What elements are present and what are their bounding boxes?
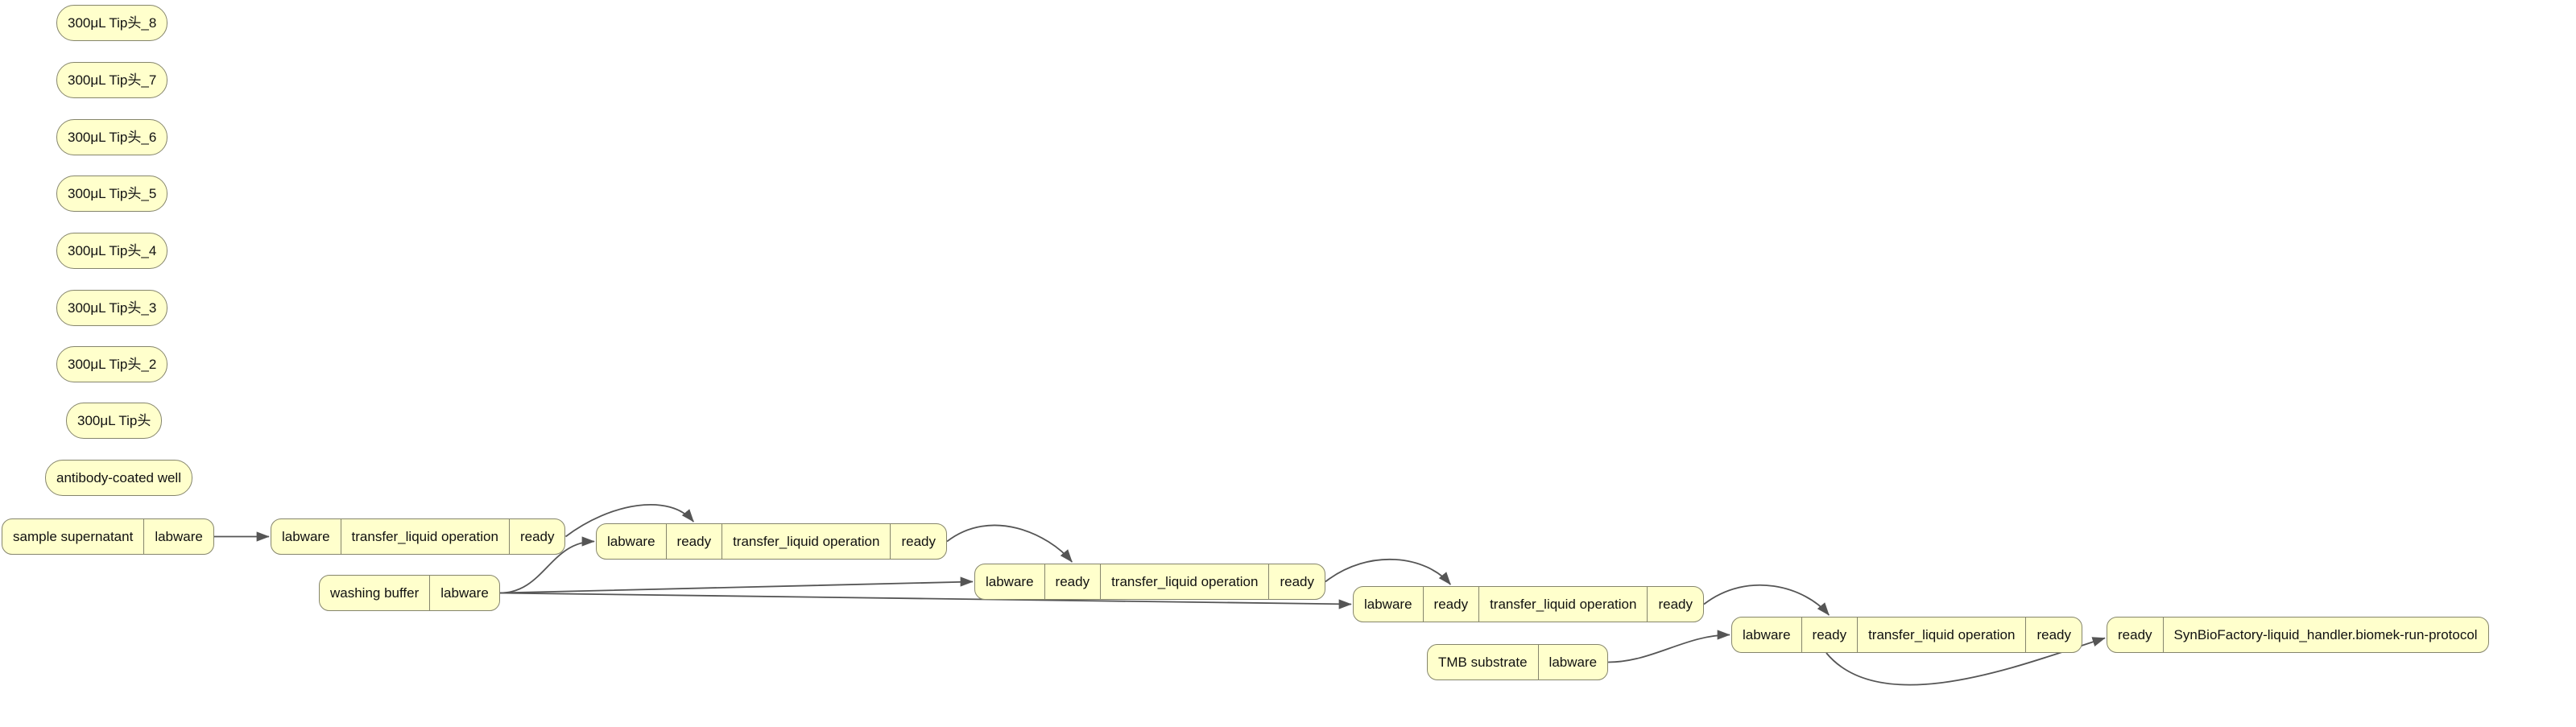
node-tip8-cell-0: 300μL Tip头_8 — [68, 15, 157, 31]
edge-washing-to-op2 — [499, 536, 595, 594]
edge-washing-to-op4 — [499, 592, 1352, 609]
node-washing: washing buffer labware — [319, 575, 500, 611]
node-op3-cell-2: transfer_liquid operation — [1100, 564, 1268, 599]
node-sample-cell-0: sample supernatant — [13, 529, 134, 544]
node-op5-cell-0: labware — [1743, 627, 1791, 642]
node-tmb-cell-1: labware — [1537, 645, 1608, 679]
node-op1-cell-0: labware — [282, 529, 330, 544]
node-tip6: 300μL Tip头_6 — [56, 119, 168, 155]
node-op1-cell-2: ready — [508, 519, 565, 554]
node-op3-cell-3: ready — [1268, 564, 1325, 599]
node-op3-cell-0: labware — [986, 574, 1034, 589]
node-final-cell-0: ready — [2118, 627, 2152, 642]
node-op4-cell-3: ready — [1647, 587, 1703, 622]
node-tip3: 300μL Tip头_3 — [56, 290, 168, 326]
node-tip3-cell-0: 300μL Tip头_3 — [68, 300, 157, 316]
edge-op1-to-op2 — [564, 504, 695, 538]
node-antibody-cell-0: antibody-coated well — [56, 470, 181, 485]
edge-tmb-to-op5 — [1608, 630, 1730, 663]
node-op3-cell-1: ready — [1044, 564, 1101, 599]
node-washing-cell-0: washing buffer — [330, 585, 420, 601]
node-op4-cell-1: ready — [1422, 587, 1479, 622]
node-tmb-cell-0: TMB substrate — [1438, 655, 1528, 670]
edge-op3-to-op4 — [1325, 559, 1452, 585]
node-tip4-cell-0: 300μL Tip头_4 — [68, 243, 157, 258]
edge-op2-to-op3 — [946, 524, 1073, 563]
node-tip2-cell-0: 300μL Tip头_2 — [68, 357, 157, 372]
node-washing-cell-1: labware — [429, 576, 499, 610]
node-tip1: 300μL Tip头 — [66, 403, 163, 439]
node-op4-cell-2: transfer_liquid operation — [1478, 587, 1647, 622]
edge-washing-to-op3 — [499, 576, 974, 594]
node-tip5: 300μL Tip头_5 — [56, 176, 168, 212]
node-op5-cell-1: ready — [1801, 618, 1858, 652]
node-op2-cell-3: ready — [890, 524, 946, 559]
node-final-cell-1: SynBioFactory-liquid_handler.biomek-run-… — [2162, 618, 2488, 652]
node-op2-cell-0: labware — [607, 534, 655, 549]
node-tip7: 300μL Tip头_7 — [56, 62, 168, 98]
node-antibody: antibody-coated well — [45, 460, 192, 496]
node-tip8: 300μL Tip头_8 — [56, 5, 168, 41]
node-sample-cell-1: labware — [143, 519, 213, 554]
node-op5-cell-2: transfer_liquid operation — [1857, 618, 2025, 652]
node-tip6-cell-0: 300μL Tip头_6 — [68, 130, 157, 145]
node-op2-cell-1: ready — [665, 524, 722, 559]
node-op1-cell-1: transfer_liquid operation — [340, 519, 509, 554]
node-op2-cell-2: transfer_liquid operation — [722, 524, 890, 559]
node-tip2: 300μL Tip头_2 — [56, 346, 168, 382]
node-tip4: 300μL Tip头_4 — [56, 233, 168, 269]
node-tip7-cell-0: 300μL Tip头_7 — [68, 72, 157, 88]
node-op5-cell-3: ready — [2025, 618, 2082, 652]
edge-op4-to-op5 — [1703, 584, 1830, 616]
node-tip5-cell-0: 300μL Tip头_5 — [68, 186, 157, 201]
node-sample: sample supernatant labware — [2, 518, 214, 555]
node-final: ready SynBioFactory-liquid_handler.biomek… — [2107, 617, 2489, 653]
node-tmb: TMB substrate labware — [1427, 644, 1609, 680]
node-tip1-cell-0: 300μL Tip头 — [77, 413, 151, 428]
node-op4-cell-0: labware — [1364, 597, 1412, 612]
